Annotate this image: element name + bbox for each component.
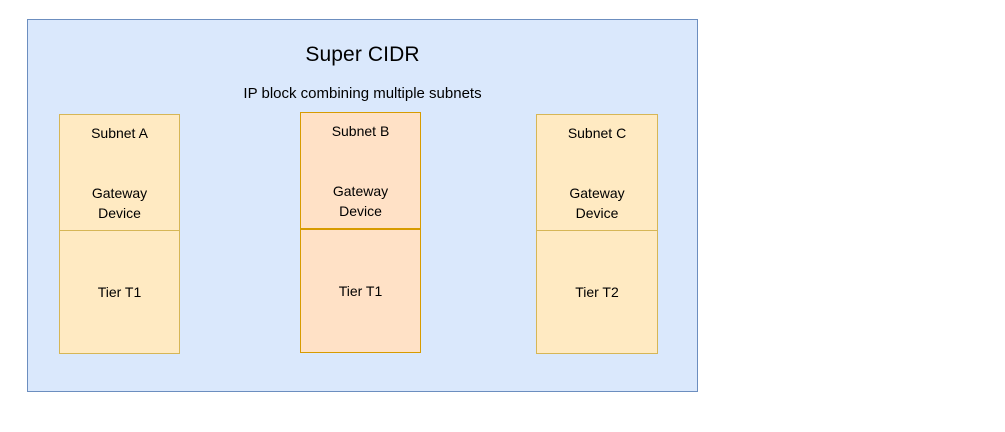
subnet-a-gateway-line1: Gateway [91, 185, 148, 201]
subnet-c-label: Subnet C [567, 125, 627, 141]
subnet-box-b[interactable]: Subnet B Gateway Device Tier T1 [300, 112, 421, 353]
subnet-c-gateway-line2: Device [575, 205, 619, 221]
super-cidr-container: Super CIDR IP block combining multiple s… [27, 19, 698, 392]
subnet-b-lower-section: Tier T1 [301, 230, 420, 352]
subnet-c-tier-label: Tier T2 [575, 283, 619, 300]
subnet-c-gateway-device: Gateway Device [537, 183, 657, 223]
subnet-c-gateway-line1: Gateway [569, 185, 625, 201]
subnet-b-upper-section: Subnet B Gateway Device [301, 113, 420, 230]
subnet-a-gateway-line2: Device [98, 205, 141, 221]
subnet-b-gateway-line2: Device [339, 203, 382, 219]
diagram-subtitle: IP block combining multiple subnets [243, 85, 482, 102]
diagram-title: Super CIDR [305, 43, 420, 66]
subnet-b-gateway-line1: Gateway [332, 183, 389, 199]
subnet-a-gateway-device: Gateway Device [60, 183, 179, 223]
subnet-b-label: Subnet B [331, 123, 390, 139]
subnet-c-upper-section: Subnet C Gateway Device [537, 115, 657, 231]
subnet-a-upper-section: Subnet A Gateway Device [60, 115, 179, 231]
subnet-a-label: Subnet A [91, 125, 148, 141]
subnet-a-tier-label: Tier T1 [97, 283, 142, 300]
subnet-b-gateway-device: Gateway Device [301, 181, 420, 221]
subnet-a-lower-section: Tier T1 [60, 231, 179, 353]
subnet-box-c[interactable]: Subnet C Gateway Device Tier T2 [536, 114, 658, 354]
subnet-b-tier-label: Tier T1 [338, 282, 383, 299]
subnet-box-a[interactable]: Subnet A Gateway Device Tier T1 [59, 114, 180, 354]
subnet-c-lower-section: Tier T2 [537, 231, 657, 353]
